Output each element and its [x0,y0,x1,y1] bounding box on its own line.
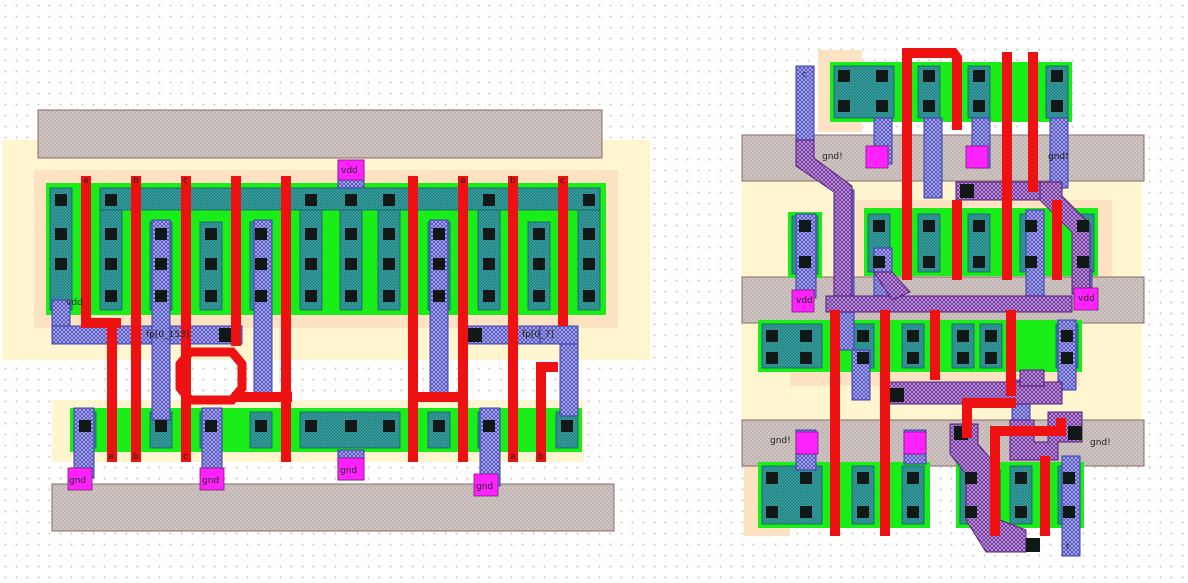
right-gnd-label-1: gnd! [822,152,843,162]
left-pins [67,159,499,497]
left-fp2-label: fp[0_7] [522,330,554,340]
gate-bot-label-5: b [538,452,544,462]
gate-top-label-5: b [510,176,516,186]
right-pins [791,145,1099,455]
left-bottom-rail [51,483,615,532]
left-gnd-pin-4 [473,473,499,497]
right-gnd-label-3: gnd! [770,436,791,446]
gate-bot-label-4: a [510,452,516,462]
left-poly [81,176,568,462]
left-vdd-pin-label: vdd [341,166,358,176]
left-contacts [55,194,595,432]
left-fp1-label: fp[0_153] [146,330,190,340]
left-vdd-pin [337,159,365,181]
right-vdd-pin-1 [791,289,815,313]
right-gnd-label-2: gnd! [1048,152,1069,162]
left-poly-loop [175,347,247,405]
right-in-label: c [802,70,807,80]
left-cell [2,109,650,532]
right-out-label: t [1066,542,1070,552]
left-gnd-label-2: gnd [202,476,220,486]
right-vdd-label-2: vdd [1078,294,1095,304]
gate-top-label-6: c [560,176,565,186]
right-contacts [766,70,1089,552]
gate-bot-label-2: b [133,452,139,462]
right-vdd-pin-2 [1073,287,1099,311]
right-pin-top-2 [965,145,989,169]
right-cell [741,48,1145,557]
right-pin-top-1 [865,145,889,169]
gate-top-label-3: c [183,176,188,186]
left-gnd-label-3: gnd [340,466,358,476]
gate-top-label-4: a [460,176,466,186]
left-gnd-pin-3 [337,457,365,481]
left-gnd-pin-1 [67,467,93,491]
left-gnd-label-1: gnd [69,476,87,486]
left-gnd-label-4: gnd [476,482,494,492]
left-gnd-pin-2 [199,467,225,491]
gate-bot-label-1: a [108,452,114,462]
right-gnd-label-4: gnd! [1090,438,1111,448]
left-vdd-label: vdd [66,298,83,308]
right-vdd-label-1: vdd [796,296,813,306]
left-top-rail [37,109,603,159]
right-gnd-pin-2 [903,431,927,455]
gate-bot-label-3: c [183,452,188,462]
gate-top-label-2: b [133,176,139,186]
right-gnd-pin-1 [795,431,819,455]
gate-top-label-1: a [83,176,89,186]
right-poly [830,48,1066,536]
